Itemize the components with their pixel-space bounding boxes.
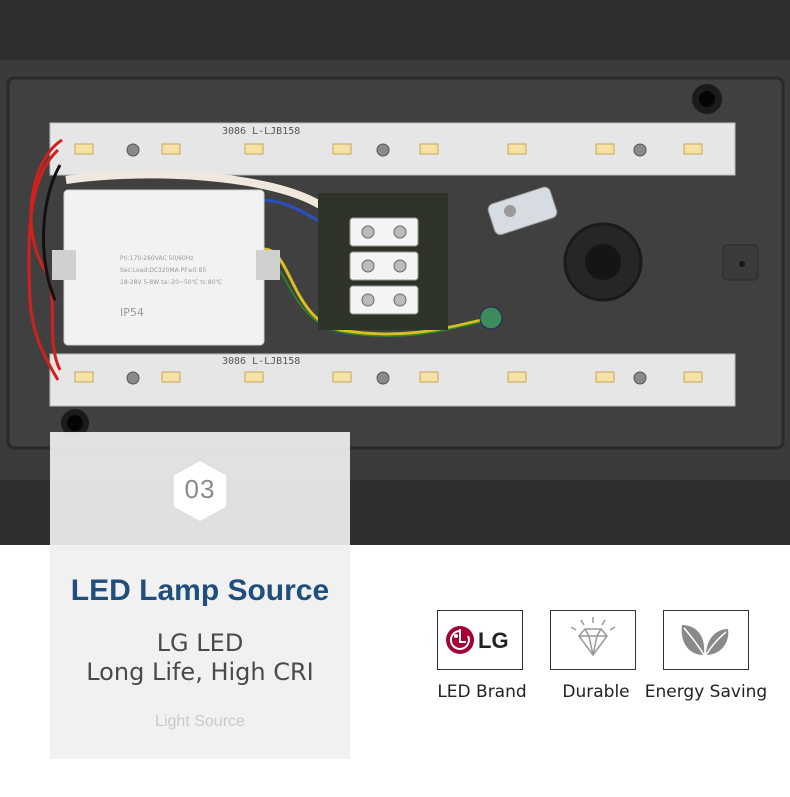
driver-line-2: Sec:Load:DC320MA PF≥0.85 bbox=[120, 267, 206, 274]
driver-line-1: Pri:170-260VAC 50/60Hz bbox=[120, 255, 194, 262]
driver-line-3: 18-28V 5-8W ta:-20~50℃ tc:80℃ bbox=[120, 279, 223, 286]
section-number: 03 bbox=[184, 474, 216, 504]
feature-energy-saving bbox=[663, 610, 749, 670]
pcb-marking-bottom: 3086 L-LJB158 bbox=[222, 356, 300, 367]
driver-line-4: IP54 bbox=[120, 306, 144, 319]
pcb-marking-top: 3086 L-LJB158 bbox=[222, 126, 300, 137]
watermark-text: Light Source bbox=[155, 713, 245, 730]
feature-durable bbox=[550, 610, 636, 670]
leaf-icon bbox=[681, 625, 729, 656]
lg-logo-text: LG bbox=[478, 628, 509, 653]
hexagon-badge-icon bbox=[172, 459, 228, 523]
feature-label-energy-saving: Energy Saving bbox=[644, 682, 768, 702]
lg-logo-icon: LG bbox=[446, 626, 509, 654]
product-photo: 3086 L-LJB158 3086 L-LJB158 bbox=[0, 0, 790, 545]
subtitle-line-2: Long Life, High CRI bbox=[86, 658, 314, 686]
section-title: LED Lamp Source bbox=[70, 574, 330, 607]
subtitle-line-1: LG LED bbox=[156, 629, 244, 657]
feature-led-brand: LG bbox=[437, 610, 523, 670]
feature-label-led-brand: LED Brand bbox=[437, 682, 527, 702]
diamond-icon bbox=[570, 617, 616, 657]
feature-label-durable: Durable bbox=[562, 682, 630, 702]
